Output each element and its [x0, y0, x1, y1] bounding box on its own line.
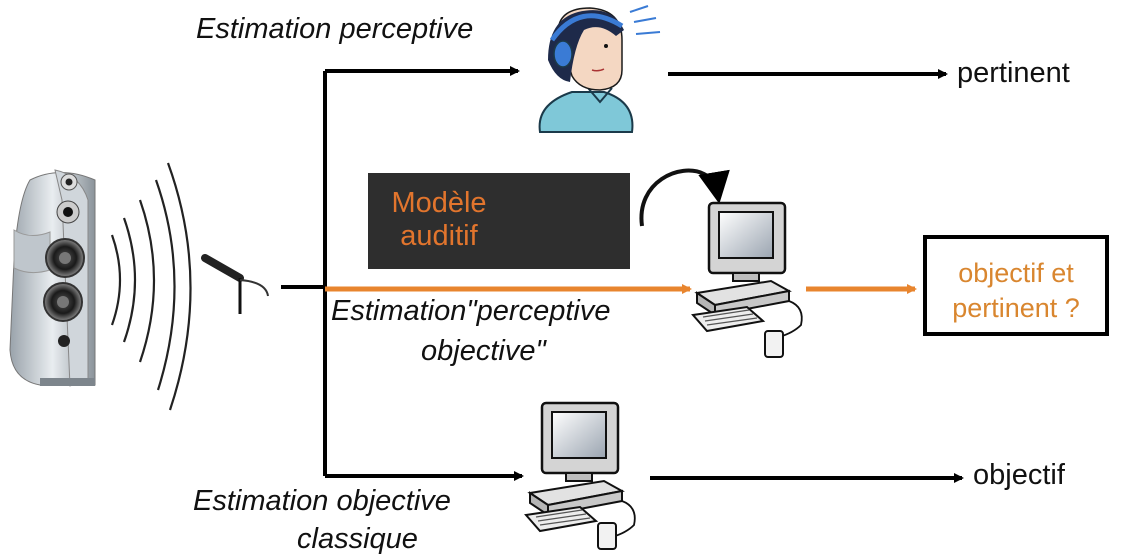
output-objectif-et-pertinent: objectif et pertinent ?: [952, 258, 1080, 324]
perceptive-objective-label-line1: Estimation"perceptive: [331, 295, 611, 327]
desktop-computer-icon: [691, 201, 803, 358]
loudspeaker-icon: [9, 169, 96, 387]
perceptive-estimation-label: Estimation perceptive: [196, 13, 474, 45]
auditory-model-label: Modèle auditif: [391, 187, 487, 253]
auditory-model-box: Modèle auditif: [368, 173, 630, 269]
result-box: objectif et pertinent ?: [923, 235, 1109, 336]
listener-with-headphones-icon: [538, 5, 661, 133]
microphone-icon: [201, 254, 269, 314]
objective-classic-label-line1: Estimation objective: [193, 485, 451, 517]
output-pertinent: pertinent: [957, 57, 1070, 89]
ear-to-computer-arrow: [639, 168, 730, 227]
perceptive-objective-label-line2: objective": [421, 335, 546, 367]
objective-classic-label-line2: classique: [297, 523, 418, 555]
output-objectif: objectif: [973, 459, 1065, 491]
sound-waves-icon: [110, 162, 192, 411]
desktop-computer-icon: [524, 401, 636, 550]
